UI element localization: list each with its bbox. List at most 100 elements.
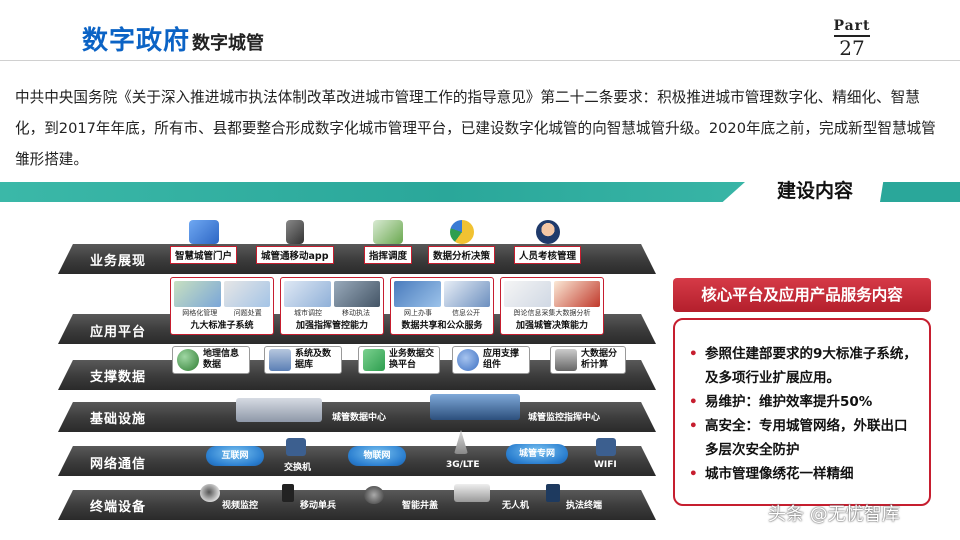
app-small-labels: 城市调控 移动执法 <box>284 308 380 318</box>
app-small-label: 问题处置 <box>233 309 262 317</box>
band-left <box>0 182 745 202</box>
thumb-bigdata <box>553 281 600 307</box>
core-panel: • 参照住建部要求的9大标准子系统，及多项行业扩展应用。 • 易维护：维护效率提… <box>673 318 931 506</box>
app-card-command: 城市调控 移动执法 加强指挥管控能力 <box>280 277 384 335</box>
mobile-icon <box>285 220 304 244</box>
app-card-label: 加强指挥管控能力 <box>295 321 368 331</box>
part-label: Part <box>833 18 871 34</box>
wifi-icon <box>596 438 616 456</box>
page-title: 数字政府 数字城管 <box>82 20 264 57</box>
support-item-bigdata: 大数据分析计算 <box>550 346 626 374</box>
antenna-icon <box>454 430 468 454</box>
architecture-diagram: 业务展现 智慧城管门户 城管通移动app 指挥调度 数据分析决策 人员考核管理 … <box>58 220 656 532</box>
app-thumbs <box>394 281 490 307</box>
support-label: 地理信息数据 <box>203 349 240 370</box>
app-card-label: 九大标准子系统 <box>190 321 254 331</box>
core-bullet: • 参照住建部要求的9大标准子系统，及多项行业扩展应用。 <box>685 342 919 390</box>
thumb-enforcement <box>333 281 380 307</box>
handheld-icon <box>546 484 560 502</box>
exchange-icon <box>363 349 385 371</box>
infra-label: 城管数据中心 <box>332 413 387 423</box>
app-card-decision: 舆论信息采集大数据分析 加强城管决策能力 <box>500 277 604 335</box>
app-small-label: 网上办事 <box>404 309 432 317</box>
biz-item-analysis: 数据分析决策 <box>428 220 496 264</box>
cloud-private: 城管专网 <box>506 444 568 464</box>
watermark: 头条 @无忧智库 <box>768 504 900 525</box>
biz-label: 城管通移动app <box>256 246 334 264</box>
thumb-map <box>174 281 221 307</box>
terminal-label: 智能井盖 <box>402 501 439 511</box>
core-panel-title: 核心平台及应用产品服务内容 <box>673 278 931 312</box>
support-label: 大数据分析计算 <box>581 349 618 370</box>
support-item-component: 应用支撑组件 <box>452 346 530 374</box>
app-card-service: 网上办事 信息公开 数据共享和公众服务 <box>390 277 494 335</box>
core-bullet: • 城市管理像绣花一样精细 <box>685 462 919 486</box>
band-right <box>880 182 960 202</box>
cloud-iot: 物联网 <box>348 446 406 466</box>
bullet-text: 参照住建部要求的9大标准子系统，及多项行业扩展应用。 <box>705 346 917 386</box>
title-main: 数字政府 <box>82 26 191 56</box>
core-bullet: • 易维护：维护效率提升50% <box>685 390 919 414</box>
terminal-label: 移动单兵 <box>300 501 337 511</box>
datacenter-icon <box>236 398 322 422</box>
layer-label-infrastructure: 基础设施 <box>90 412 147 427</box>
app-small-labels: 舆论信息采集大数据分析 <box>504 308 600 318</box>
thumb-screen <box>223 281 270 307</box>
support-item-db: 系统及数据库 <box>264 346 342 374</box>
section-band <box>0 182 960 202</box>
police-icon <box>535 220 560 244</box>
thumb-info <box>443 281 490 307</box>
layer-label-business: 业务展现 <box>90 254 147 269</box>
support-label: 应用支撑组件 <box>483 349 520 370</box>
app-card-label: 加强城管决策能力 <box>515 321 588 331</box>
support-label: 业务数据交换平台 <box>389 349 435 370</box>
layer-label-terminal: 终端设备 <box>90 500 147 515</box>
biz-item-mobile: 城管通移动app <box>256 220 334 264</box>
support-item-geo: 地理信息数据 <box>172 346 250 374</box>
network-label: 3G/LTE <box>446 460 480 470</box>
support-label: 系统及数据库 <box>295 349 332 370</box>
section-title: 建设内容 <box>776 180 853 202</box>
app-small-label: 信息公开 <box>452 309 480 317</box>
layer-label-support: 支撑数据 <box>90 370 147 385</box>
intro-paragraph: 中共中央国务院《关于深入推进城市执法体制改革改进城市管理工作的指导意见》第二十二… <box>15 89 936 168</box>
app-small-label: 舆论信息采集大数据分析 <box>513 309 591 317</box>
globe-icon <box>177 349 199 371</box>
app-small-labels: 网上办事 信息公开 <box>394 308 490 318</box>
thumb-social <box>504 281 551 307</box>
terminal-label: 执法终端 <box>566 501 603 511</box>
app-small-label: 网格化管理 <box>182 309 218 317</box>
bullet-text: 城市管理像绣花一样精细 <box>705 466 854 482</box>
bullet-dot: • <box>689 346 698 362</box>
biz-item-portal: 智慧城管门户 <box>170 220 238 264</box>
portal-icon <box>188 220 219 244</box>
part-indicator: Part 27 <box>830 18 874 58</box>
layer-label-application: 应用平台 <box>90 325 147 340</box>
app-small-labels: 网格化管理 问题处置 <box>174 308 270 318</box>
camera-icon <box>200 484 220 502</box>
biz-item-dispatch: 指挥调度 <box>364 220 413 264</box>
biz-label: 数据分析决策 <box>428 246 496 264</box>
layer-label-network: 网络通信 <box>90 457 147 472</box>
app-card-standard: 网格化管理 问题处置 九大标准子系统 <box>170 277 274 335</box>
app-thumbs <box>284 281 380 307</box>
layer-infrastructure <box>58 402 656 432</box>
part-rule <box>834 35 870 37</box>
database-icon <box>269 349 291 371</box>
biz-label: 智慧城管门户 <box>170 246 238 264</box>
support-item-exchange: 业务数据交换平台 <box>358 346 440 374</box>
bullet-dot: • <box>689 466 698 482</box>
terminal-label: 无人机 <box>502 501 530 511</box>
header-divider <box>0 60 960 61</box>
component-icon <box>457 349 479 371</box>
pie-chart-icon <box>449 220 474 244</box>
title-sub: 数字城管 <box>192 33 265 54</box>
manhole-icon <box>364 486 384 504</box>
monitor-center-icon <box>430 394 520 420</box>
biz-label: 指挥调度 <box>364 246 413 264</box>
walkie-talkie-icon <box>282 484 294 502</box>
biz-item-personnel: 人员考核管理 <box>514 220 582 264</box>
app-small-label: 移动执法 <box>342 309 370 317</box>
infra-label: 城管监控指挥中心 <box>528 413 601 423</box>
bullet-text: 高安全：专用城管网络，外联出口多层次安全防护 <box>705 418 908 458</box>
